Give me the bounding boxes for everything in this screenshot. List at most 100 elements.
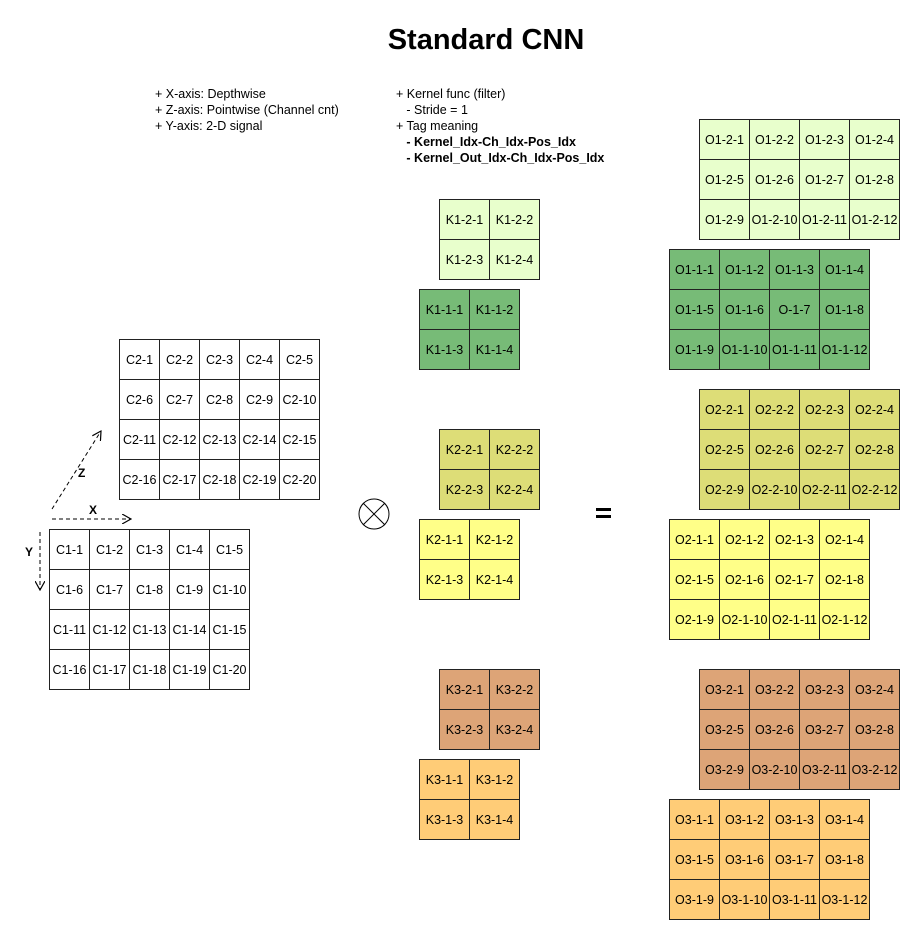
grid-cell: K3-1-1 [419, 759, 470, 800]
grid-cell: K1-1-2 [469, 289, 520, 330]
grid-cell: O2-2-9 [699, 469, 750, 510]
grid-cell: K1-2-2 [489, 199, 540, 240]
grid-cell: C2-14 [239, 419, 280, 460]
grid-cell: C1-7 [89, 569, 130, 610]
note-y-axis: + Y-axis: 2-D signal [155, 119, 263, 133]
z-axis-label: Z [78, 466, 86, 480]
grid-cell: C2-9 [239, 379, 280, 420]
grid-cell: C1-18 [129, 649, 170, 690]
grid-cell: O3-1-2 [719, 799, 770, 840]
grid-cell: O1-2-4 [849, 119, 900, 160]
grid-cell: C1-5 [209, 529, 250, 570]
grid-cell: O1-1-10 [719, 329, 770, 370]
grid-cell: O3-2-10 [749, 749, 800, 790]
grid-cell: K2-1-4 [469, 559, 520, 600]
grid-cell: K1-2-1 [439, 199, 490, 240]
grid-cell: K1-1-4 [469, 329, 520, 370]
grid-cell: C1-19 [169, 649, 210, 690]
note-tag-meaning: + Tag meaning [396, 119, 479, 133]
grid-cell: O2-1-3 [769, 519, 820, 560]
grid-cell: O2-2-12 [849, 469, 900, 510]
grid-cell: O2-1-2 [719, 519, 770, 560]
grid-cell: K3-2-4 [489, 709, 540, 750]
grid-cell: O2-2-10 [749, 469, 800, 510]
grid-cell: O1-2-12 [849, 199, 900, 240]
grid-cell: K2-1-3 [419, 559, 470, 600]
note-stride: - Stride = 1 [396, 103, 468, 117]
grid-cell: O2-1-11 [769, 599, 820, 640]
grid-cell: K1-1-1 [419, 289, 470, 330]
grid-cell: O1-1-4 [819, 249, 870, 290]
grid-cell: C2-1 [119, 339, 160, 380]
grid-cell: O-1-7 [769, 289, 820, 330]
grid-cell: O2-2-8 [849, 429, 900, 470]
equals-operator-icon [596, 508, 611, 511]
page-title: Standard CNN [387, 24, 585, 56]
grid-cell: O1-1-8 [819, 289, 870, 330]
grid-cell: C1-14 [169, 609, 210, 650]
grid-cell: K2-2-3 [439, 469, 490, 510]
axis-legend: + X-axis: Depthwise + Z-axis: Pointwise … [155, 86, 339, 134]
grid-cell: O3-1-3 [769, 799, 820, 840]
grid-cell: C2-13 [199, 419, 240, 460]
grid-cell: C2-2 [159, 339, 200, 380]
grid-cell: C2-17 [159, 459, 200, 500]
grid-cell: K2-2-4 [489, 469, 540, 510]
grid-cell: C1-15 [209, 609, 250, 650]
grid-cell: C1-6 [49, 569, 90, 610]
grid-cell: O1-2-9 [699, 199, 750, 240]
x-axis-label: X [89, 503, 98, 517]
grid-cell: O1-2-11 [799, 199, 850, 240]
grid-cell: O3-1-4 [819, 799, 870, 840]
grid-cell: O1-2-8 [849, 159, 900, 200]
y-axis-label: Y [25, 545, 34, 559]
grid-cell: K2-1-2 [469, 519, 520, 560]
grid-cell: O1-1-6 [719, 289, 770, 330]
grid-cell: O3-2-4 [849, 669, 900, 710]
z-axis-arrow [51, 431, 101, 510]
grid-cell: K1-2-4 [489, 239, 540, 280]
grid-cell: C2-16 [119, 459, 160, 500]
grid-cell: C1-3 [129, 529, 170, 570]
grid-cell: O3-2-12 [849, 749, 900, 790]
grid-cell: C1-13 [129, 609, 170, 650]
grid-cell: O2-2-11 [799, 469, 850, 510]
grid-cell: O1-2-3 [799, 119, 850, 160]
grid-cell: C1-16 [49, 649, 90, 690]
grid-cell: C1-4 [169, 529, 210, 570]
grid-cell: K3-2-1 [439, 669, 490, 710]
grid-cell: K2-2-2 [489, 429, 540, 470]
grid-cell: C2-8 [199, 379, 240, 420]
grid-cell: K3-2-2 [489, 669, 540, 710]
grid-cell: C1-20 [209, 649, 250, 690]
grid-cell: O2-1-6 [719, 559, 770, 600]
grid-cell: C1-8 [129, 569, 170, 610]
grid-cell: C2-10 [279, 379, 320, 420]
grid-cell: O2-2-2 [749, 389, 800, 430]
grid-cell: C1-11 [49, 609, 90, 650]
grid-cell: O3-1-8 [819, 839, 870, 880]
grid-cell: O3-1-9 [669, 879, 720, 920]
grid-cell: C1-17 [89, 649, 130, 690]
note-output-tag-format: - Kernel_Out_Idx-Ch_Idx-Pos_Idx [396, 151, 605, 165]
grid-cell: O2-2-4 [849, 389, 900, 430]
grid-cell: O2-2-3 [799, 389, 850, 430]
grid-cell: O3-2-8 [849, 709, 900, 750]
grid-cell: C2-20 [279, 459, 320, 500]
grid-cell: O2-2-6 [749, 429, 800, 470]
grid-cell: K2-1-1 [419, 519, 470, 560]
